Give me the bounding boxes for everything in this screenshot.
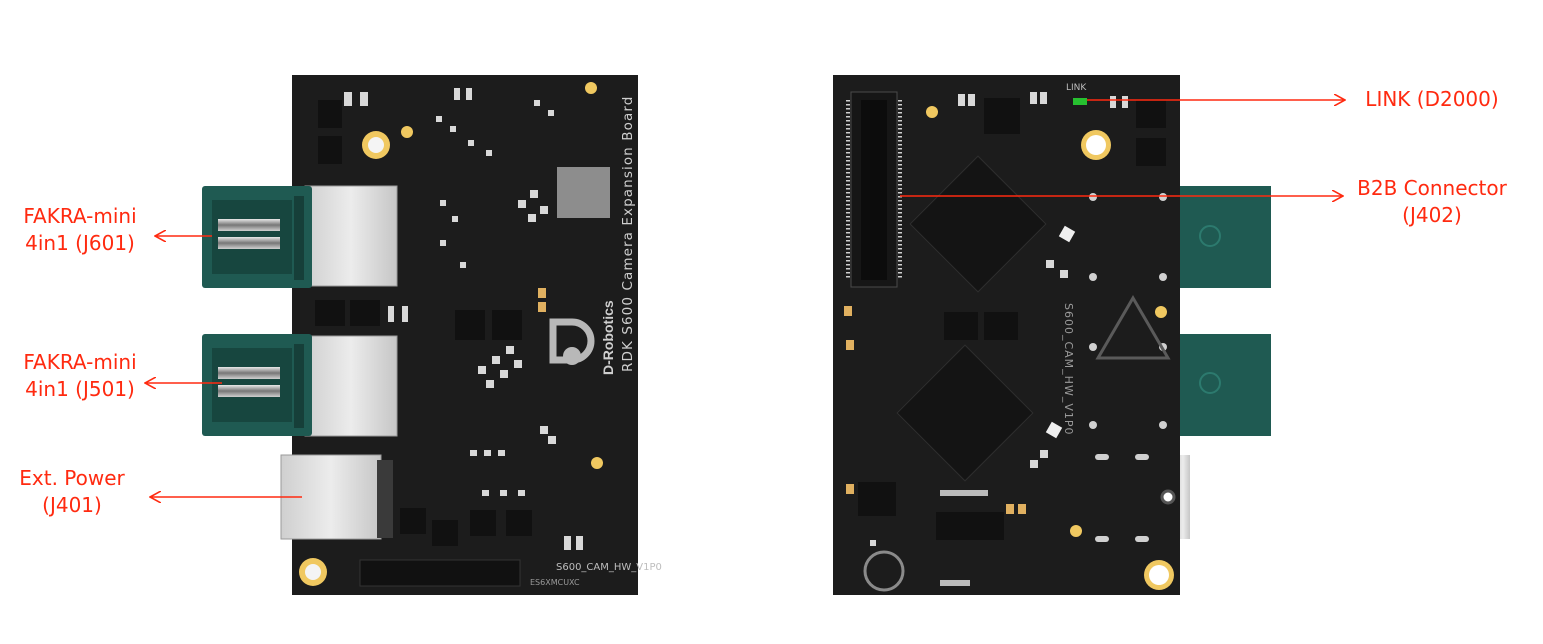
board-brand-text: D-Robotics <box>600 300 616 375</box>
board-bottom-view: LINK S600_CAM_HW_V1P0 <box>833 75 1271 595</box>
b2b-j402-slot <box>861 100 887 280</box>
test-pad <box>585 82 597 94</box>
d-robotics-logo <box>549 318 595 365</box>
callout-line: FAKRA-mini <box>23 350 137 374</box>
fakra-j501-metal-shell <box>304 335 398 437</box>
recycle-icon <box>863 550 905 592</box>
fakra-j501-rear <box>1176 334 1271 436</box>
fakra-connector-j601 <box>202 185 398 288</box>
through-hole-pads <box>1089 193 1167 542</box>
b2b-connector-j402 <box>846 91 902 288</box>
callout-line: (J401) <box>42 493 102 517</box>
fakra-j501-rear-emblem <box>1199 372 1221 394</box>
smd-components <box>844 92 1166 586</box>
link-led-label: LINK <box>1066 83 1087 93</box>
callout-line: FAKRA-mini <box>23 204 137 228</box>
fakra-connector-j501 <box>202 334 398 437</box>
fakra-j601-rear <box>1176 186 1271 288</box>
board-top-view: D-Robotics RDK S600 Camera Expansion Boa… <box>202 75 662 595</box>
fakra-j501-latch <box>294 344 304 428</box>
board-hw-version-text: S600_CAM_HW_V1P0 <box>1062 303 1075 435</box>
fakra-j601-pin-bar <box>218 237 280 249</box>
board-marking-text: ES6XMCUXC <box>530 578 580 587</box>
fakra-j601-rear-emblem <box>1199 225 1221 247</box>
power-j401-rear <box>377 460 393 538</box>
fakra-j601-metal-shell <box>304 185 398 287</box>
callout-line: 4in1 (J601) <box>25 231 135 255</box>
fakra-j601-latch <box>294 196 304 280</box>
test-pad <box>926 106 938 118</box>
callout-line: Ext. Power <box>19 466 125 490</box>
ic-chip <box>896 344 1034 482</box>
test-pad <box>591 457 603 469</box>
callout-fakra-j501: FAKRA-mini 4in1 (J501) <box>10 349 150 403</box>
callout-arrows <box>145 100 1345 497</box>
test-pad <box>1155 306 1167 318</box>
callout-ext-power-j401: Ext. Power (J401) <box>10 465 134 519</box>
callout-link-d2000: LINK (D2000) <box>1352 86 1512 113</box>
callout-fakra-j601: FAKRA-mini 4in1 (J601) <box>10 203 150 257</box>
ic-chip <box>557 167 610 218</box>
mounting-hole-drill <box>305 564 321 580</box>
mounting-hole-drill <box>1149 565 1169 585</box>
callout-b2b-j402: B2B Connector (J402) <box>1345 175 1519 229</box>
test-pad <box>401 126 413 138</box>
smd-components <box>315 88 583 550</box>
mounting-hole-drill <box>368 137 384 153</box>
test-pad <box>1070 525 1082 537</box>
fakra-j501-pin-bar <box>218 385 280 397</box>
callout-line: 4in1 (J501) <box>25 377 135 401</box>
fakra-j601-pin-bar <box>218 219 280 231</box>
callout-line: B2B Connector <box>1357 176 1507 200</box>
ic-chip <box>909 155 1047 293</box>
board-title-text: RDK S600 Camera Expansion Board <box>620 96 636 372</box>
callout-line: LINK (D2000) <box>1365 87 1499 111</box>
mounting-hole-drill <box>1086 135 1106 155</box>
link-led-d2000 <box>1073 98 1087 105</box>
board-hw-version-text: S600_CAM_HW_V1P0 <box>556 562 662 573</box>
test-pad <box>1160 489 1176 505</box>
callout-line: (J402) <box>1402 203 1462 227</box>
chip-cluster <box>359 559 521 587</box>
esd-warning-icon <box>1095 295 1171 360</box>
fakra-j501-pin-bar <box>218 367 280 379</box>
